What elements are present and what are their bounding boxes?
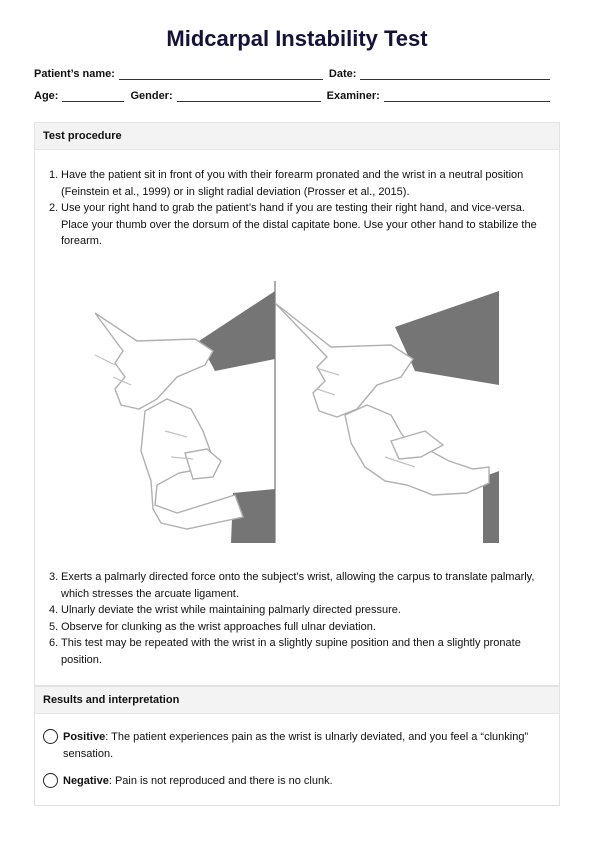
patient-name-field[interactable]	[118, 68, 323, 80]
page-title: Midcarpal Instability Test	[166, 26, 428, 51]
gender-field[interactable]	[176, 90, 321, 102]
procedure-steps-list: 1.Have the patient sit in front of you w…	[35, 167, 549, 250]
section-heading: Results and interpretation	[35, 687, 559, 714]
patient-info-row-2: Age: Gender: Examiner:	[34, 86, 558, 102]
positive-label: Positive	[63, 731, 106, 743]
patient-name-label: Patient’s name:	[34, 68, 115, 80]
date-field[interactable]	[360, 68, 551, 80]
radio-button-negative[interactable]	[43, 773, 58, 788]
list-item: 4.Ulnarly deviate the wrist while mainta…	[49, 604, 401, 617]
date-label: Date:	[328, 68, 357, 80]
thumb-right	[390, 430, 445, 460]
list-item: 6.This test may be repeated with the wri…	[49, 637, 521, 666]
negative-label: Negative	[63, 775, 109, 787]
hand-test-illustration	[95, 281, 499, 543]
positive-result-option[interactable]: Positive: The patient experiences pain a…	[43, 729, 549, 762]
test-procedure-section: Test procedure 1.Have the patient sit in…	[34, 122, 560, 686]
gender-label: Gender:	[130, 90, 173, 102]
examiner-sleeve-right	[395, 291, 499, 385]
examiner-sleeve-left	[199, 291, 275, 371]
list-item: 3.Exerts a palmarly directed force onto …	[49, 571, 535, 600]
procedure-steps-list-continued: 3.Exerts a palmarly directed force onto …	[35, 569, 549, 669]
patient-info-row-1: Patient’s name: Date:	[34, 64, 558, 80]
negative-description: : Pain is not reproduced and there is no…	[108, 775, 333, 787]
list-item: 5.Observe for clunking as the wrist appr…	[49, 620, 376, 633]
list-item: 1.Have the patient sit in front of you w…	[49, 169, 524, 198]
results-section: Results and interpretation Positive: The…	[34, 686, 560, 806]
positive-description: : The patient experiences pain as the wr…	[63, 731, 529, 760]
radio-button-positive[interactable]	[43, 729, 58, 744]
examiner-field[interactable]	[383, 90, 550, 102]
list-item: 2.Use your right hand to grab the patien…	[49, 202, 537, 248]
patient-sleeve-left	[231, 489, 275, 543]
examiner-hand-left	[95, 312, 214, 410]
age-field[interactable]	[62, 90, 125, 102]
examiner-hand-right	[274, 302, 414, 418]
age-label: Age:	[34, 90, 59, 102]
negative-result-option[interactable]: Negative: Pain is not reproduced and the…	[43, 773, 549, 790]
patient-sleeve-right	[483, 471, 499, 543]
thumb-left	[184, 448, 222, 480]
section-heading: Test procedure	[35, 123, 559, 150]
examiner-label: Examiner:	[326, 90, 380, 102]
patient-hand-right	[344, 404, 490, 496]
